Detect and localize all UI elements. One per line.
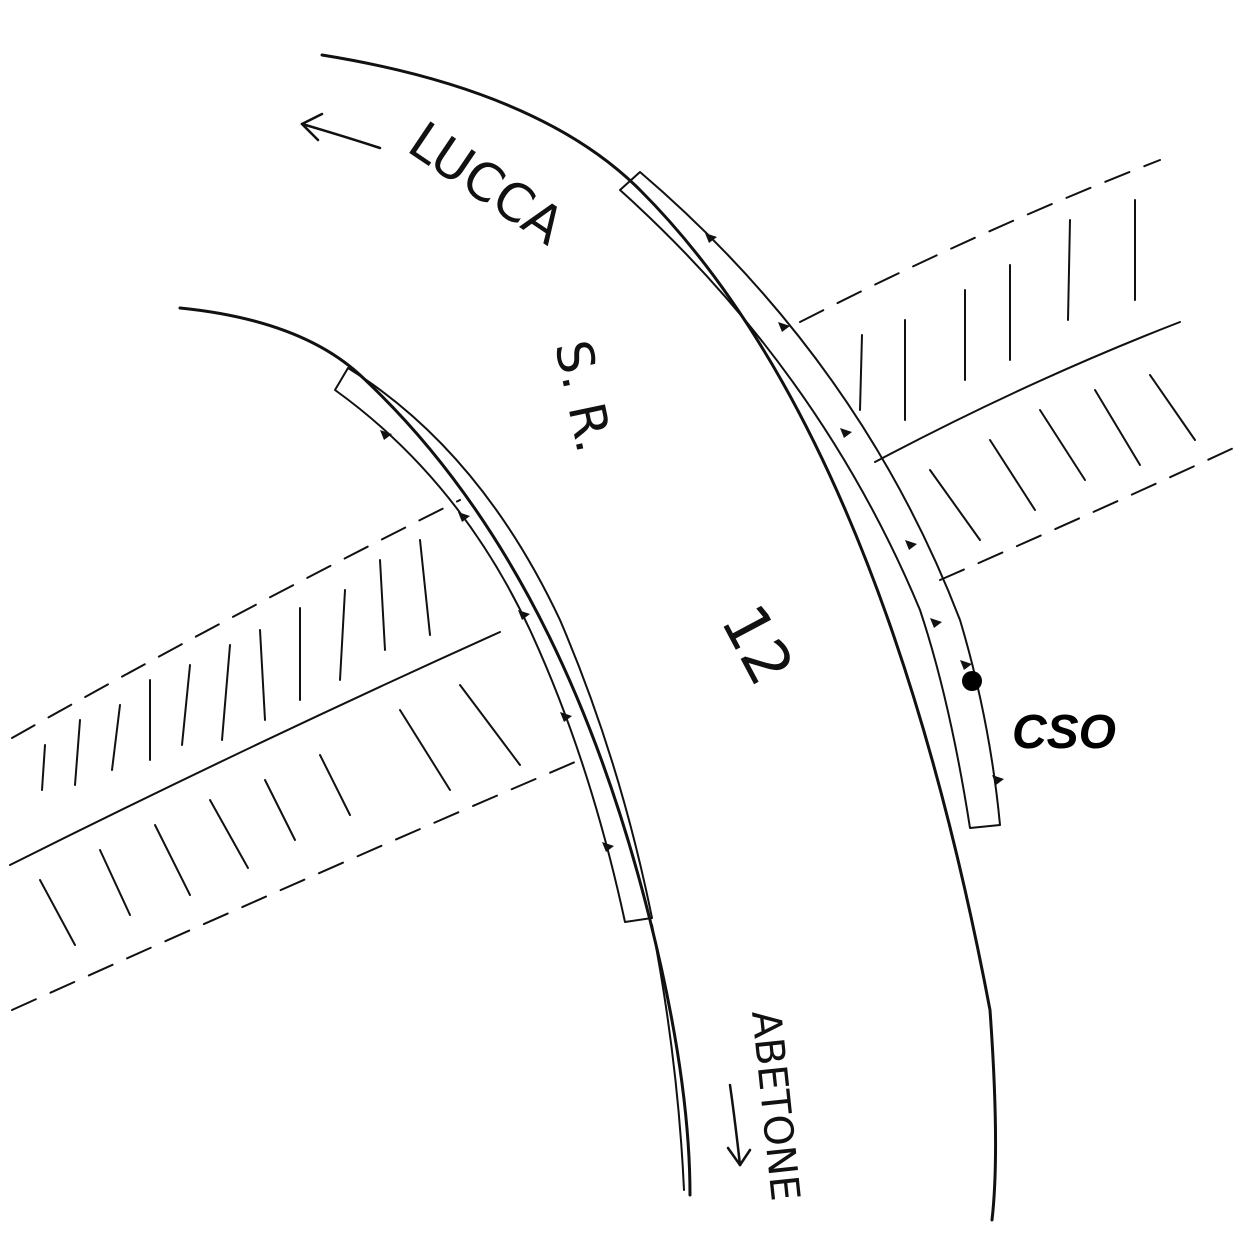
river-right-centerline xyxy=(874,321,1181,463)
river-left-centerline xyxy=(9,631,501,866)
direction-lucca-label: LUCCA xyxy=(398,111,575,258)
river-left-upper-bank xyxy=(11,499,461,739)
arrow-down-icon xyxy=(726,1083,752,1167)
arrow-left-icon xyxy=(300,112,382,150)
road-number-label: 12 xyxy=(707,593,808,697)
bridge-parapets xyxy=(334,171,1001,923)
river-hatching-right xyxy=(859,199,1196,541)
river-right-lower-bank xyxy=(939,444,1241,581)
direction-abetone-label: ABETONE xyxy=(742,1008,808,1203)
road-inner-edge xyxy=(178,306,692,1197)
point-label: CSO xyxy=(1012,706,1116,759)
parapet-left xyxy=(334,367,653,923)
parapet-right xyxy=(619,171,1001,829)
road-name-label: S. R. xyxy=(543,335,623,457)
road-inner-edge-double xyxy=(651,924,685,1191)
road-outer-edge xyxy=(320,53,998,1222)
river-hatching-left xyxy=(39,539,521,946)
river-left-lower-bank xyxy=(11,761,576,1011)
parapet-ticks xyxy=(380,233,1004,852)
river-banks xyxy=(11,159,1241,1011)
river-centerlines xyxy=(9,321,1181,866)
filled-dot-icon xyxy=(962,671,982,691)
road-edges xyxy=(178,53,998,1222)
river-right-upper-bank xyxy=(799,159,1161,323)
